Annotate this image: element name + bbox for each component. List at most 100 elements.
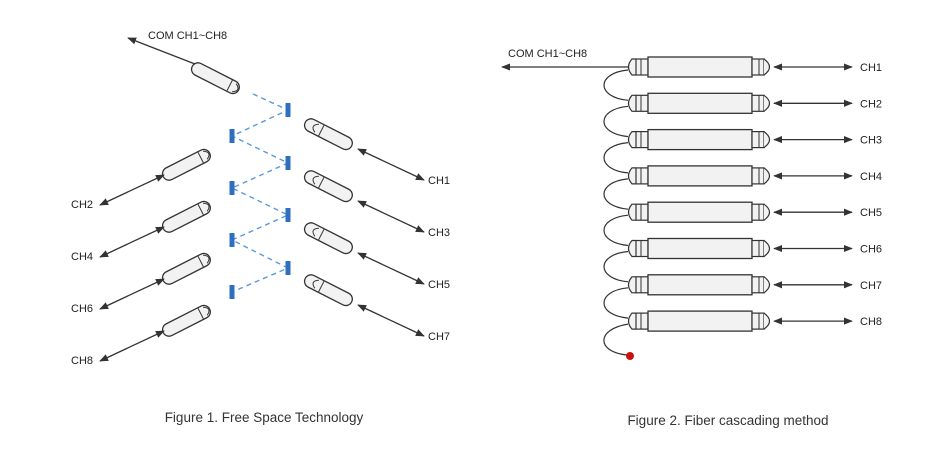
fig2-caption: Figure 2. Fiber cascading method bbox=[627, 413, 828, 428]
channel-label: CH2 bbox=[860, 98, 882, 110]
fiber-loop bbox=[603, 142, 629, 174]
filter-elements bbox=[229, 103, 291, 299]
collimator bbox=[161, 148, 211, 181]
fiber-loop bbox=[603, 69, 629, 101]
right-ferrule bbox=[751, 94, 765, 112]
left-ferrule bbox=[635, 58, 649, 76]
fig1-label-ch2: CH2 bbox=[71, 199, 93, 211]
left-end-cap bbox=[627, 203, 636, 221]
cascade-row: CH2 bbox=[627, 92, 882, 114]
zigzag-beam bbox=[230, 93, 290, 293]
left-fiber-arrow bbox=[99, 174, 165, 206]
left-end-cap bbox=[627, 312, 636, 330]
right-end-cap bbox=[763, 167, 771, 185]
cascade-row: CH5 bbox=[627, 201, 882, 223]
filter-chip bbox=[285, 261, 291, 275]
cascade-row: CH3 bbox=[627, 128, 882, 151]
filter-chip bbox=[229, 285, 235, 299]
collimator bbox=[190, 62, 240, 95]
right-end-cap bbox=[763, 131, 771, 149]
filter-chip bbox=[229, 233, 235, 247]
left-ferrule bbox=[635, 94, 649, 112]
right-ferrule bbox=[751, 203, 765, 221]
filter-body bbox=[647, 92, 753, 114]
left-fiber-arrow bbox=[99, 278, 165, 310]
cascade-row: CH8 bbox=[627, 310, 882, 332]
cascade-row: CH6 bbox=[627, 237, 882, 260]
left-end-cap bbox=[627, 58, 636, 76]
filter-body bbox=[647, 310, 753, 332]
collimator bbox=[303, 118, 353, 151]
collimator bbox=[161, 252, 211, 285]
right-end-cap bbox=[763, 240, 771, 257]
filter-body bbox=[647, 165, 753, 187]
collimator bbox=[161, 200, 211, 233]
com-fiber-arrow bbox=[127, 37, 196, 65]
fiber-loop bbox=[603, 287, 629, 319]
right-ferrule bbox=[751, 312, 765, 330]
fiber-loop bbox=[603, 178, 629, 210]
right-ferrule bbox=[751, 167, 765, 185]
fig2-com-label: COM CH1~CH8 bbox=[508, 48, 587, 60]
left-ferrule bbox=[635, 167, 649, 185]
fig1-label-ch6: CH6 bbox=[71, 303, 93, 315]
left-end-cap bbox=[627, 94, 636, 112]
channel-label: CH7 bbox=[860, 280, 882, 292]
left-end-cap bbox=[627, 239, 636, 258]
cascade-row: CH1 bbox=[627, 56, 882, 78]
left-fiber-arrow bbox=[99, 226, 165, 258]
right-fiber-arrow bbox=[357, 200, 425, 233]
left-end-cap bbox=[627, 131, 636, 149]
fig1-com-label: COM CH1~CH8 bbox=[148, 30, 227, 42]
fig1-label-ch4: CH4 bbox=[71, 251, 93, 263]
channel-label: CH1 bbox=[860, 62, 882, 74]
figure-1-free-space: COM CH1~CH8 CH1 CH3 CH5 CH7 CH2 CH4 CH6 … bbox=[71, 30, 450, 425]
fiber-tail bbox=[603, 323, 629, 356]
filter-chip bbox=[229, 129, 235, 143]
channel-label: CH6 bbox=[860, 244, 882, 256]
left-ferrule bbox=[635, 276, 649, 294]
fiber-loop bbox=[603, 214, 629, 247]
collimator bbox=[303, 222, 353, 255]
fig1-label-ch3: CH3 bbox=[428, 227, 450, 239]
channel-label: CH8 bbox=[860, 316, 882, 328]
filter-body bbox=[647, 56, 753, 78]
cascade-row: CH4 bbox=[627, 165, 882, 187]
left-fiber-arrow bbox=[99, 330, 165, 362]
cascade-row: CH7 bbox=[627, 274, 882, 296]
right-fiber-arrow bbox=[357, 252, 425, 285]
fiber-end-dot bbox=[626, 352, 634, 360]
collimator bbox=[303, 274, 353, 307]
filter-chip bbox=[285, 208, 291, 222]
right-ferrule bbox=[751, 276, 765, 294]
fig1-label-ch7: CH7 bbox=[428, 331, 450, 343]
collimators bbox=[161, 62, 353, 337]
fiber-loop bbox=[603, 250, 629, 283]
channel-label: CH3 bbox=[860, 135, 882, 147]
right-ferrule bbox=[751, 239, 765, 258]
filter-body bbox=[647, 128, 753, 151]
right-fiber-arrow bbox=[357, 304, 425, 337]
left-ferrule bbox=[635, 131, 649, 149]
right-end-cap bbox=[763, 203, 771, 221]
left-ferrule bbox=[635, 203, 649, 221]
right-fiber-arrow bbox=[357, 148, 425, 181]
fiber-arrows bbox=[99, 37, 425, 362]
right-end-cap bbox=[763, 312, 771, 330]
left-end-cap bbox=[627, 276, 636, 294]
fig1-label-ch8: CH8 bbox=[71, 355, 93, 367]
right-end-cap bbox=[763, 276, 771, 294]
filter-chip bbox=[285, 156, 291, 170]
collimator bbox=[303, 170, 353, 203]
right-end-cap bbox=[763, 94, 771, 112]
fiber-loop bbox=[603, 105, 629, 138]
fig1-caption: Figure 1. Free Space Technology bbox=[165, 410, 364, 425]
right-ferrule bbox=[751, 131, 765, 149]
fig1-label-ch5: CH5 bbox=[428, 279, 450, 291]
right-ferrule bbox=[751, 58, 765, 76]
channel-label: CH5 bbox=[860, 207, 882, 219]
filter-body bbox=[647, 274, 753, 296]
